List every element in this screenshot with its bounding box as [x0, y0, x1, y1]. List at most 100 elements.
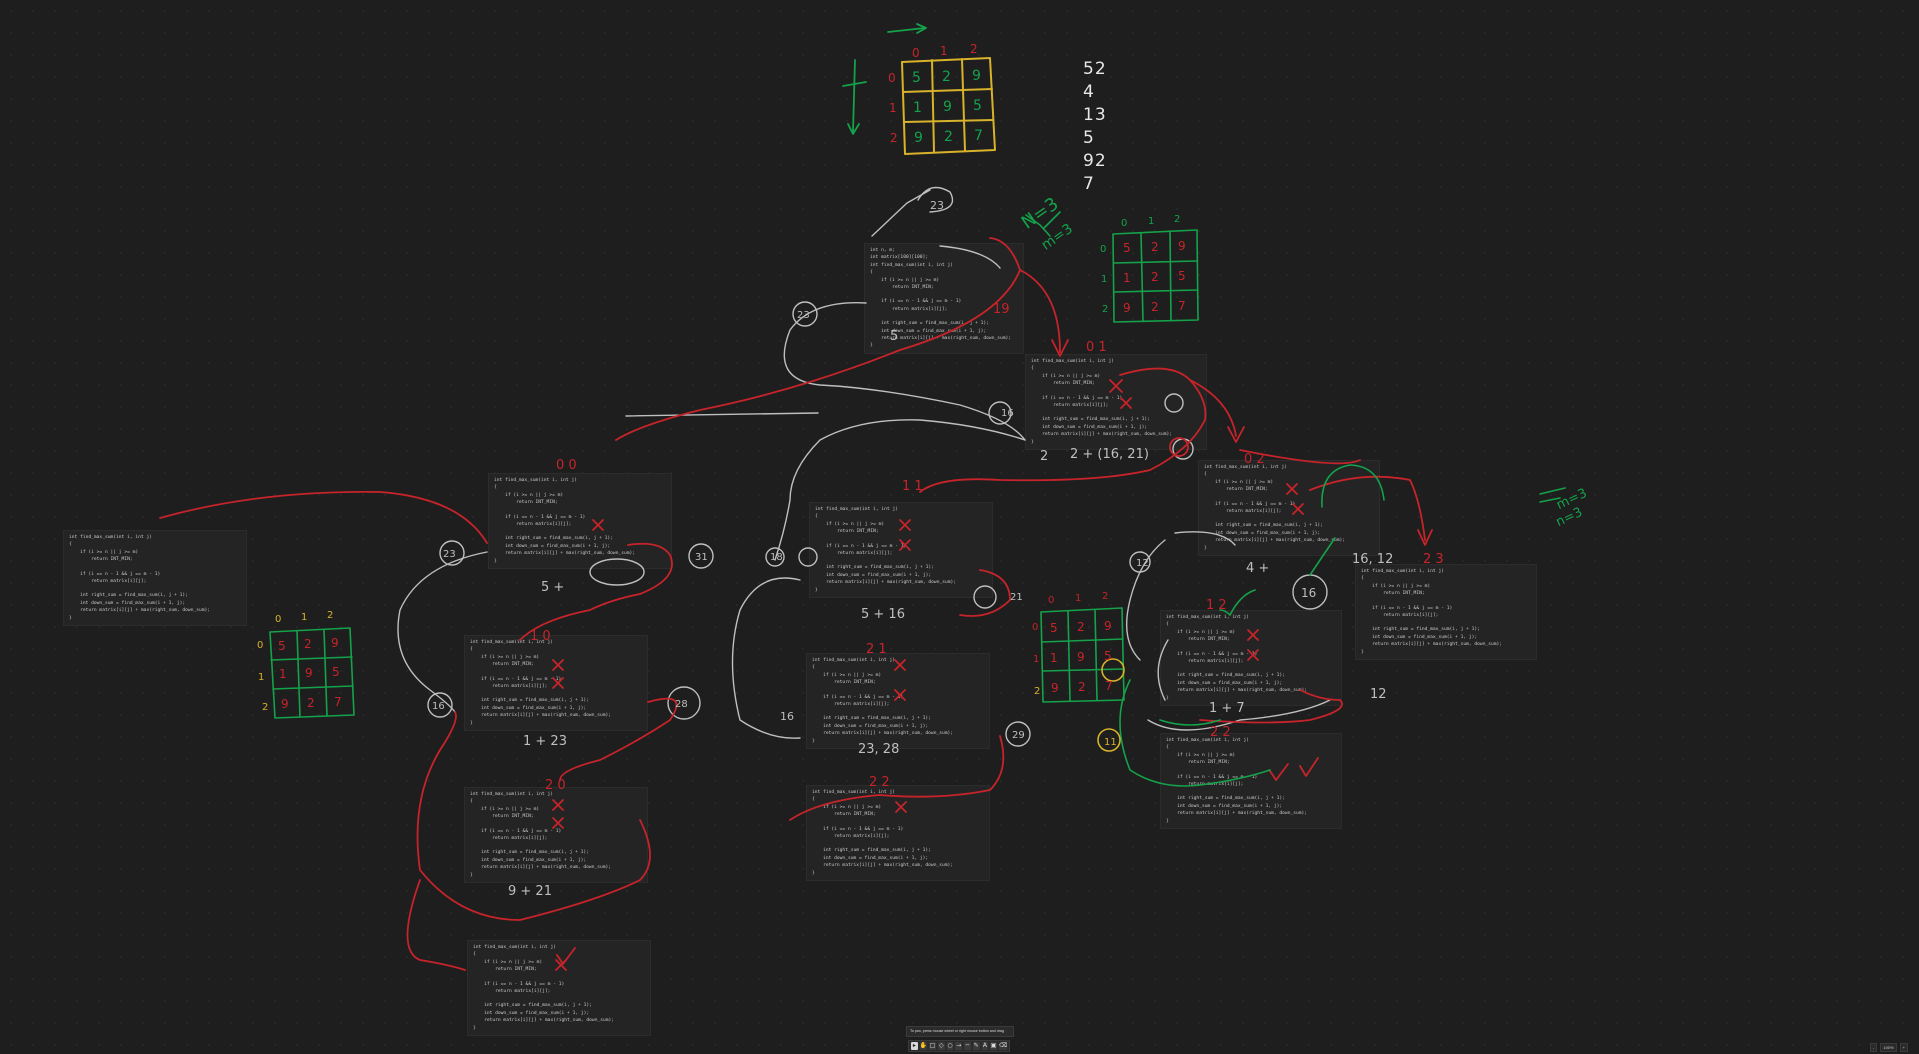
code-line: } — [1166, 818, 1169, 824]
code-line: int right_sum = find_max_sum(i, j + 1); — [1204, 523, 1323, 529]
toolbar[interactable]: To pan, press mouse wheel or right mouse… — [906, 1026, 1014, 1052]
code-line: return INT_MIN; — [494, 500, 558, 506]
code-snippet-call-2-2[interactable]: int find_max_sum(int i, int j){ if (i >=… — [1160, 733, 1342, 830]
code-line — [494, 507, 666, 514]
toolbar-tools[interactable]: ▸✋□◇○→─✎A▣⌫ — [908, 1040, 1010, 1052]
ellipse-icon[interactable]: ○ — [946, 1042, 954, 1050]
pencil-icon[interactable]: ✎ — [972, 1042, 980, 1050]
code-line: int down_sum = find_max_sum(i + 1, j); — [812, 723, 929, 729]
eraser-icon[interactable]: ⌫ — [998, 1042, 1008, 1050]
stack-note: 4 — [1083, 82, 1095, 102]
code-line: int find_max_sum(int i, int j) — [1166, 738, 1249, 743]
code-line: return matrix[i][j] + max(right_sum, dow… — [815, 580, 957, 586]
code-line: int right_sum = find_max_sum(i, j + 1); — [69, 593, 188, 599]
code-line — [69, 585, 241, 592]
code-line: } — [870, 343, 873, 349]
code-line — [812, 687, 984, 694]
code-snippet-call-0-2[interactable]: int find_max_sum(int i, int j){ if (i >=… — [1198, 460, 1380, 557]
code-snippet-call-1-0[interactable]: int find_max_sum(int i, int j){ if (i >=… — [464, 635, 648, 732]
code-line: } — [1204, 545, 1207, 551]
code-line: int down_sum = find_max_sum(i + 1, j); — [1031, 424, 1148, 430]
code-snippet-call-3-0[interactable]: int find_max_sum(int i, int j){ if (i >=… — [467, 940, 651, 1037]
code-snippet-call-3-1[interactable]: int find_max_sum(int i, int j){ if (i >=… — [806, 785, 990, 882]
stack-note: 92 — [1083, 151, 1107, 171]
code-line: return matrix[i][j]; — [470, 836, 548, 842]
code-line: { — [815, 514, 818, 520]
code-line: return INT_MIN; — [812, 680, 876, 686]
code-line: return matrix[i][j] + max(right_sum, dow… — [812, 731, 954, 737]
code-line: int right_sum = find_max_sum(i, j + 1); — [812, 716, 931, 722]
code-line: int down_sum = find_max_sum(i + 1, j); — [1361, 634, 1478, 640]
code-line: int n, m; — [870, 248, 895, 253]
rectangle-icon[interactable]: □ — [929, 1042, 936, 1050]
code-line: if (i == n - 1 && j == m - 1) — [473, 981, 565, 987]
code-snippet-call-1-1[interactable]: int find_max_sum(int i, int j){ if (i >=… — [809, 502, 993, 599]
code-line: } — [1361, 649, 1364, 655]
code-line: if (i >= n || j >= m) — [812, 672, 882, 678]
code-line: int find_max_sum(int i, int j) — [812, 658, 895, 663]
code-line: int find_max_sum(int i, int j) — [1166, 615, 1249, 620]
code-line: return matrix[i][j]; — [470, 684, 548, 690]
code-line: return matrix[i][j] + max(right_sum, dow… — [1166, 688, 1308, 694]
code-line: return INT_MIN; — [1204, 487, 1268, 493]
code-line: if (i >= n || j >= m) — [1031, 373, 1101, 379]
zoom-level[interactable]: 100% — [1880, 1043, 1897, 1052]
text-icon[interactable]: A — [981, 1042, 989, 1050]
code-snippet-call-2-1[interactable]: int find_max_sum(int i, int j) { if (i >=… — [806, 653, 990, 750]
code-line: { — [494, 485, 497, 491]
code-line: return matrix[i][j] + max(right_sum, dow… — [1166, 811, 1308, 817]
code-line — [473, 995, 645, 1002]
code-snippet-main[interactable]: int n, m;int matrix[100][100];int find_m… — [864, 243, 1024, 354]
code-line: if (i >= n || j >= m) — [1166, 752, 1236, 758]
image-icon[interactable]: ▣ — [990, 1042, 997, 1050]
code-line: } — [812, 870, 815, 876]
code-line: int down_sum = find_max_sum(i + 1, j); — [473, 1010, 590, 1016]
line-icon[interactable]: ─ — [964, 1042, 971, 1050]
code-snippet-call-2-0[interactable]: int find_max_sum(int i, int j){ if (i >=… — [464, 787, 648, 884]
code-line — [815, 536, 987, 543]
code-snippet-call-0-0[interactable]: int find_max_sum(int i, int j){ if (i >=… — [488, 473, 672, 570]
code-line — [1166, 767, 1336, 774]
code-line: if (i == n - 1 && j == m - 1) — [812, 826, 904, 832]
code-snippet-call-root[interactable]: int find_max_sum(int i, int j){ if (i >=… — [63, 530, 247, 627]
code-line: return matrix[i][j]; — [1204, 509, 1282, 515]
code-line: { — [1031, 366, 1034, 372]
code-line: int right_sum = find_max_sum(i, j + 1); — [494, 536, 613, 542]
code-line: return matrix[i][j]; — [473, 989, 551, 995]
code-snippet-call-0-1[interactable]: int find_max_sum(int i, int j){ if (i >=… — [1025, 354, 1207, 451]
zoom-controls[interactable]: - 100% + — [1870, 1043, 1908, 1052]
stack-notes[interactable]: 52 4 13 5 92 7 — [1083, 58, 1107, 196]
code-line: int find_max_sum(int i, int j) — [812, 790, 895, 795]
code-line: int right_sum = find_max_sum(i, j + 1); — [815, 565, 934, 571]
code-line — [494, 528, 666, 535]
code-line: { — [470, 799, 473, 805]
arrow-icon[interactable]: → — [955, 1042, 963, 1050]
code-line: return matrix[i][j]; — [494, 522, 572, 528]
code-snippet-call-1-2[interactable]: int find_max_sum(int i, int j){ if (i >=… — [1160, 610, 1342, 707]
code-line: return matrix[i][j]; — [1166, 659, 1244, 665]
hand-icon[interactable]: ✋ — [919, 1042, 928, 1050]
code-line: if (i == n - 1 && j == m - 1) — [1166, 774, 1258, 780]
code-line: { — [812, 665, 815, 671]
stack-note: 5 — [1083, 128, 1095, 148]
diamond-icon[interactable]: ◇ — [937, 1042, 945, 1050]
code-line — [1204, 515, 1374, 522]
code-line: int right_sum = find_max_sum(i, j + 1); — [812, 848, 931, 854]
code-line: if (i >= n || j >= m) — [815, 521, 885, 527]
code-line: return matrix[i][j] + max(right_sum, dow… — [470, 713, 612, 719]
code-line: if (i >= n || j >= m) — [494, 492, 564, 498]
code-line: int down_sum = find_max_sum(i + 1, j); — [69, 600, 186, 606]
code-line — [470, 842, 642, 849]
code-line: int find_max_sum(int i, int j) — [870, 262, 953, 268]
code-line: int down_sum = find_max_sum(i + 1, j); — [1166, 803, 1283, 809]
code-line: if (i == n - 1 && j == m - 1) — [1361, 605, 1453, 611]
code-line: int find_max_sum(int i, int j) — [470, 640, 553, 645]
code-snippet-call-0-3[interactable]: int find_max_sum(int i, int j){ if (i >=… — [1355, 564, 1537, 661]
code-line: } — [1166, 695, 1169, 701]
code-line: if (i >= n || j >= m) — [470, 806, 540, 812]
code-line: } — [815, 587, 818, 593]
zoom-out-button[interactable]: - — [1870, 1043, 1878, 1052]
zoom-in-button[interactable]: + — [1899, 1043, 1908, 1052]
code-line: { — [1361, 576, 1364, 582]
pointer-icon[interactable]: ▸ — [911, 1042, 918, 1050]
